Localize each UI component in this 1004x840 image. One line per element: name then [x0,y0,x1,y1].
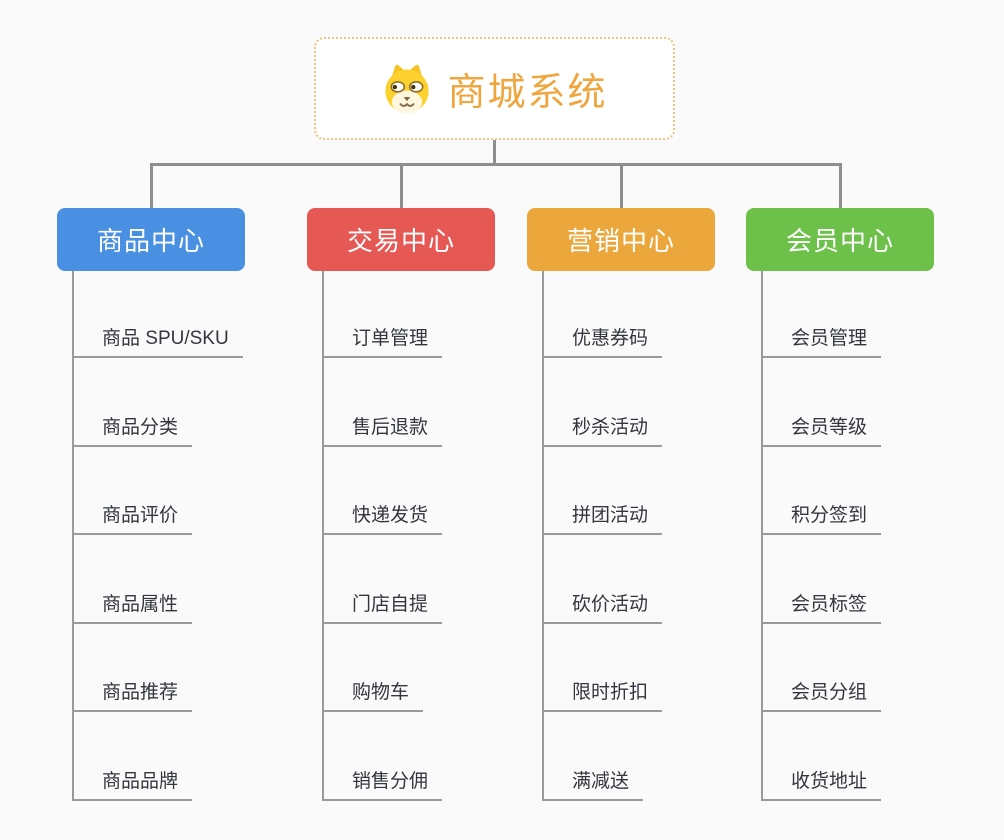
child-node[interactable]: 满减送 [542,765,644,801]
branch-node-2[interactable]: 营销中心 [527,208,715,271]
connector-branch-drop [399,163,403,208]
root-node[interactable]: 商城系统 [314,37,675,140]
child-node[interactable]: 会员分组 [761,676,882,712]
child-node[interactable]: 门店自提 [322,588,443,624]
child-node[interactable]: 收货地址 [761,765,882,801]
branch-label: 交易中心 [346,226,455,256]
child-node[interactable]: 积分签到 [761,499,882,535]
child-node[interactable]: 限时折扣 [542,676,663,712]
child-node[interactable]: 优惠券码 [542,322,663,358]
connector-root-vertical [493,140,496,163]
connector-branch-trunk [542,271,544,801]
child-node[interactable]: 会员管理 [761,322,882,358]
connector-branch-drop [619,163,623,208]
child-node[interactable]: 商品推荐 [72,676,193,712]
branch-node-0[interactable]: 商品中心 [57,208,245,271]
connector-branch-drop [149,163,153,208]
child-node[interactable]: 会员标签 [761,588,882,624]
connector-branch-trunk [322,271,324,801]
child-node[interactable]: 商品 SPU/SKU [72,322,243,358]
child-node[interactable]: 销售分佣 [322,765,443,801]
root-title: 商城系统 [447,72,608,114]
connector-branch-trunk [761,271,763,801]
child-node[interactable]: 订单管理 [322,322,443,358]
branch-node-1[interactable]: 交易中心 [307,208,495,271]
child-node[interactable]: 商品属性 [72,588,193,624]
dog-icon [381,63,433,115]
child-node[interactable]: 快递发货 [322,499,443,535]
child-node[interactable]: 商品品牌 [72,765,193,801]
connector-branch-drop [838,163,842,208]
child-node[interactable]: 购物车 [322,676,424,712]
branch-label: 商品中心 [96,226,205,256]
child-node[interactable]: 秒杀活动 [542,411,663,447]
branch-label: 会员中心 [785,226,894,256]
child-node[interactable]: 售后退款 [322,411,443,447]
child-node[interactable]: 拼团活动 [542,499,663,535]
child-node[interactable]: 商品分类 [72,411,193,447]
child-node[interactable]: 会员等级 [761,411,882,447]
connector-horizontal-bus [150,163,840,166]
connector-branch-trunk [72,271,74,801]
branch-node-3[interactable]: 会员中心 [746,208,934,271]
branch-label: 营销中心 [566,226,675,256]
child-node[interactable]: 商品评价 [72,499,193,535]
child-node[interactable]: 砍价活动 [542,588,663,624]
